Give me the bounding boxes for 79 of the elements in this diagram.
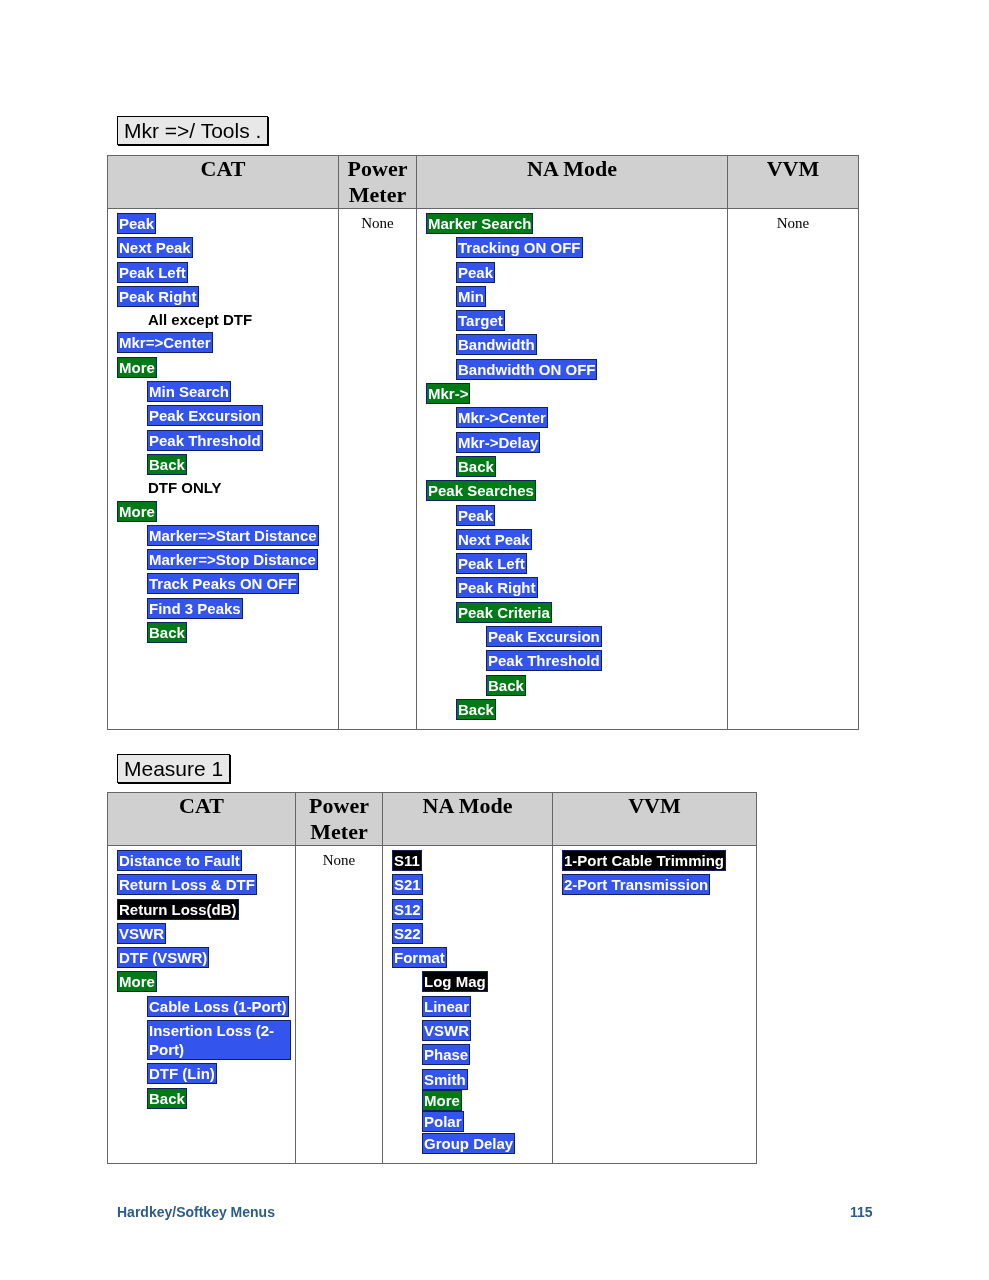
column-header: VVM: [552, 792, 757, 846]
column-header: NA Mode: [382, 792, 553, 846]
menu-note: DTF ONLY: [147, 478, 223, 498]
softkey-button: Peak Searches: [426, 480, 536, 502]
softkey-button: Peak Left: [117, 261, 188, 283]
cell-text: None: [776, 215, 810, 232]
hardkey-button: Measure 1: [117, 754, 231, 783]
softkey-button: Return Loss & DTF: [117, 874, 257, 896]
softkey-button: Min Search: [147, 381, 232, 403]
softkey-button: Log Mag: [422, 971, 488, 993]
softkey-button: S12: [392, 898, 423, 920]
column-header: CAT: [107, 155, 339, 209]
softkey-button: More: [117, 356, 157, 378]
softkey-button: Polar: [422, 1111, 464, 1133]
softkey-button: Peak Excursion: [486, 626, 602, 648]
softkey-button: Format: [392, 947, 447, 969]
softkey-button: VSWR: [422, 1020, 471, 1042]
softkey-button: Track Peaks ON OFF: [147, 573, 299, 595]
softkey-button: More: [117, 500, 157, 522]
softkey-button: Mkr->Delay: [456, 431, 541, 453]
column-header: CAT: [107, 792, 296, 846]
softkey-button: Distance to Fault: [117, 850, 242, 871]
softkey-button: Next Peak: [456, 528, 532, 550]
softkey-button: S21: [392, 874, 423, 896]
menu-note: All except DTF: [147, 310, 254, 330]
softkey-button: More: [422, 1089, 462, 1111]
softkey-button: Group Delay: [422, 1132, 516, 1154]
softkey-button: Marker=>Stop Distance: [147, 549, 318, 571]
softkey-button: Phase: [422, 1044, 471, 1066]
softkey-button: Smith: [422, 1068, 468, 1090]
column-header: Power Meter: [295, 792, 383, 846]
column-header: VVM: [727, 155, 859, 209]
softkey-button: Tracking ON OFF: [456, 237, 583, 259]
softkey-button: Back: [486, 674, 526, 696]
softkey-button: S22: [392, 922, 423, 944]
softkey-button: Bandwidth: [456, 334, 537, 356]
softkey-button: 1-Port Cable Trimming: [562, 850, 727, 871]
softkey-button: Marker=>Start Distance: [147, 524, 319, 546]
softkey-button: Mkr=>Center: [117, 332, 213, 354]
softkey-button: Back: [456, 698, 496, 720]
softkey-button: Target: [456, 310, 505, 332]
softkey-button: Return Loss(dB): [117, 898, 239, 920]
softkey-button: Cable Loss (1-Port): [147, 995, 289, 1017]
cell-text: None: [361, 215, 394, 232]
softkey-button: Peak Threshold: [147, 429, 263, 451]
softkey-button: Back: [147, 1087, 187, 1109]
softkey-button: Peak Excursion: [147, 405, 263, 427]
softkey-button: More: [117, 971, 157, 993]
hardkey-button: Mkr =>/ Tools .: [117, 116, 269, 145]
page-number: 115: [850, 1204, 873, 1220]
softkey-button: VSWR: [117, 922, 166, 944]
softkey-button: Mkr->: [426, 383, 471, 405]
softkey-button: Insertion Loss (2-Port): [147, 1020, 291, 1061]
softkey-button: Peak Threshold: [486, 650, 602, 672]
softkey-button: Back: [456, 455, 496, 477]
softkey-button: Next Peak: [117, 237, 193, 259]
softkey-button: Back: [147, 622, 187, 644]
softkey-button: Linear: [422, 995, 471, 1017]
softkey-button: Peak: [117, 213, 157, 234]
cell-text: None: [322, 852, 356, 869]
footer-text: Hardkey/Softkey Menus: [117, 1204, 275, 1220]
softkey-button: Min: [456, 285, 486, 307]
column-header: Power Meter: [338, 155, 417, 209]
softkey-button: Marker Search: [426, 213, 534, 234]
softkey-button: 2-Port Transmission: [562, 874, 711, 896]
softkey-button: Peak Right: [456, 577, 538, 599]
softkey-button: Back: [147, 453, 187, 475]
softkey-button: Peak Right: [117, 285, 199, 307]
softkey-button: Peak: [456, 261, 496, 283]
softkey-button: Bandwidth ON OFF: [456, 358, 598, 380]
softkey-button: Peak Left: [456, 553, 527, 575]
column-header: NA Mode: [416, 155, 728, 209]
softkey-button: DTF (VSWR): [117, 947, 210, 969]
softkey-button: Find 3 Peaks: [147, 597, 243, 619]
softkey-button: Mkr->Center: [456, 407, 548, 429]
softkey-button: DTF (Lin): [147, 1063, 217, 1085]
softkey-button: S11: [392, 850, 422, 871]
softkey-button: Peak Criteria: [456, 601, 552, 623]
softkey-button: Peak: [456, 504, 496, 526]
